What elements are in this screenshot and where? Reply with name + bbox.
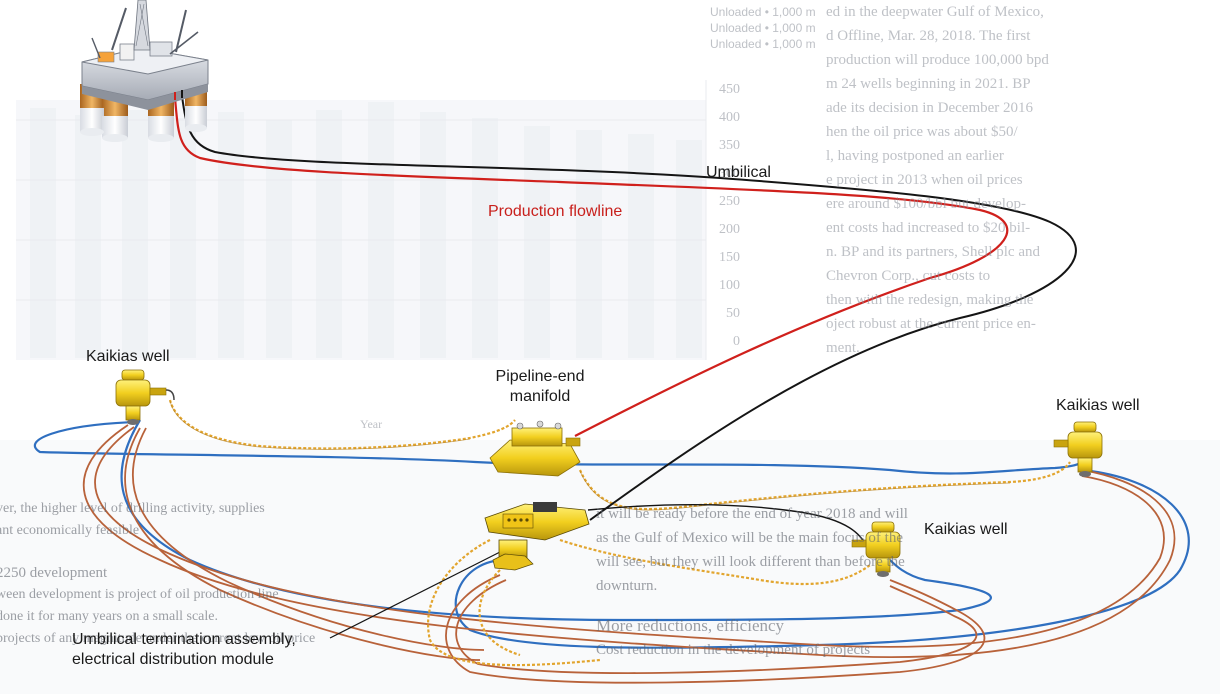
bg-tick: 300 <box>719 166 740 181</box>
uta-label-line-1: Umbilical termination assembly, <box>72 631 296 648</box>
bg-line: as the Gulf of Mexico will be the main f… <box>596 530 904 546</box>
bg-line: ant economically feasible <box>0 523 140 538</box>
bg-tick: 350 <box>719 138 740 153</box>
bg-line: will see, but they will look different t… <box>596 554 905 570</box>
bg-line: n. BP and its partners, Shell plc and <box>826 244 1040 260</box>
umbilical-termination-assembly <box>484 502 590 571</box>
manifold-label-line-1: Pipeline-end <box>495 368 585 385</box>
bg-tick: 450 <box>719 82 740 97</box>
background-lower-text-left: ver, the higher level of drilling activi… <box>0 498 315 650</box>
bg-line: oject robust at the current price en- <box>826 316 1036 332</box>
bg-tick: 150 <box>719 250 740 265</box>
bg-line: d Offline, Mar. 28, 2018. The first <box>826 28 1031 44</box>
bg-line: ween development is project of oil produ… <box>0 587 279 602</box>
bg-line: ed in the deepwater Gulf of Mexico, <box>826 4 1044 20</box>
background-legend: Unloaded • 1,000 m Unloaded • 1,000 m Un… <box>710 4 816 52</box>
uta-leader-line <box>329 551 501 639</box>
bg-tick: 0 <box>733 334 740 349</box>
bg-line: hen the oil price was about $50/ <box>826 124 1018 140</box>
bg-line: downturn. <box>596 578 658 594</box>
kaikias-well-3-label: Kaikias well <box>1056 397 1140 414</box>
umbilical-to-well-2 <box>587 503 867 546</box>
production-flowline-path <box>173 97 1009 437</box>
uta-label: Umbilical termination assembly, electric… <box>72 630 296 670</box>
bg-tick: 400 <box>719 110 740 125</box>
bg-line: projects of any magnitude under the curr… <box>0 631 316 646</box>
flowline-blue-lower <box>454 468 1190 649</box>
kaikias-well-2-tree <box>851 521 901 577</box>
bg-line: ment. <box>826 340 860 356</box>
kaikias-well-2-label: Kaikias well <box>924 521 1008 538</box>
background-axis-label: Year <box>360 417 383 431</box>
bg-line: More reductions, efficiency <box>596 616 785 635</box>
bg-legend-item: Unloaded • 1,000 m <box>710 37 816 51</box>
umbilical-label: Umbilical <box>706 164 771 181</box>
umbilical-path <box>181 95 1077 521</box>
kaikias-well-1-label: Kaikias well <box>86 348 170 365</box>
flowline-copper <box>82 424 1176 684</box>
bg-line: done it for many years on a small scale. <box>0 609 218 624</box>
flowline-blue-inner <box>120 419 992 622</box>
bg-line: it will be ready before the end of year … <box>596 506 908 522</box>
bg-line: Cost reduction in the development of pro… <box>596 642 871 658</box>
bg-line: l, having postponed an earlier <box>826 148 1004 164</box>
bg-tick: 50 <box>726 306 740 321</box>
kaikias-well-3-tree <box>1053 421 1103 477</box>
bg-legend-item: Unloaded • 1,000 m <box>710 5 816 19</box>
bg-line: ver, the higher level of drilling activi… <box>0 501 265 516</box>
bg-legend-item: Unloaded • 1,000 m <box>710 21 816 35</box>
bg-line: e project in 2013 when oil prices <box>826 172 1023 188</box>
background-right-column: ed in the deepwater Gulf of Mexico, d Of… <box>826 0 1049 360</box>
background-axis-ticks: 450 400 350 300 250 200 150 100 50 0 <box>710 76 740 356</box>
bg-line: Chevron Corp., cut costs to <box>826 268 991 284</box>
bg-tick: 100 <box>719 278 740 293</box>
bg-line: production will produce 100,000 bpd <box>826 52 1049 68</box>
production-flowline-label: Production flowline <box>488 203 623 220</box>
uta-label-line-2: electrical distribution module <box>72 651 274 668</box>
bg-line: ade its decision in December 2016 <box>826 100 1034 116</box>
bg-line: 2250 development <box>0 565 108 581</box>
bg-tick: 200 <box>719 222 740 237</box>
pipeline-end-manifold-label: Pipeline-end manifold <box>480 367 600 407</box>
manifold-label-line-2: manifold <box>509 388 571 405</box>
bg-line: ere around $100/bbl but develop- <box>826 196 1026 212</box>
bg-tick: 250 <box>719 194 740 209</box>
pipeline-end-manifold <box>489 420 581 477</box>
kaikias-well-1-tree <box>115 369 175 425</box>
production-platform <box>80 0 209 142</box>
bg-line: m 24 wells beginning in 2021. BP <box>826 76 1031 92</box>
bg-line: ent costs had increased to $20 bil- <box>826 220 1031 236</box>
bg-line: then with the redesign, making the <box>826 292 1034 308</box>
background-lower-text-right: it will be ready before the end of year … <box>596 502 908 662</box>
